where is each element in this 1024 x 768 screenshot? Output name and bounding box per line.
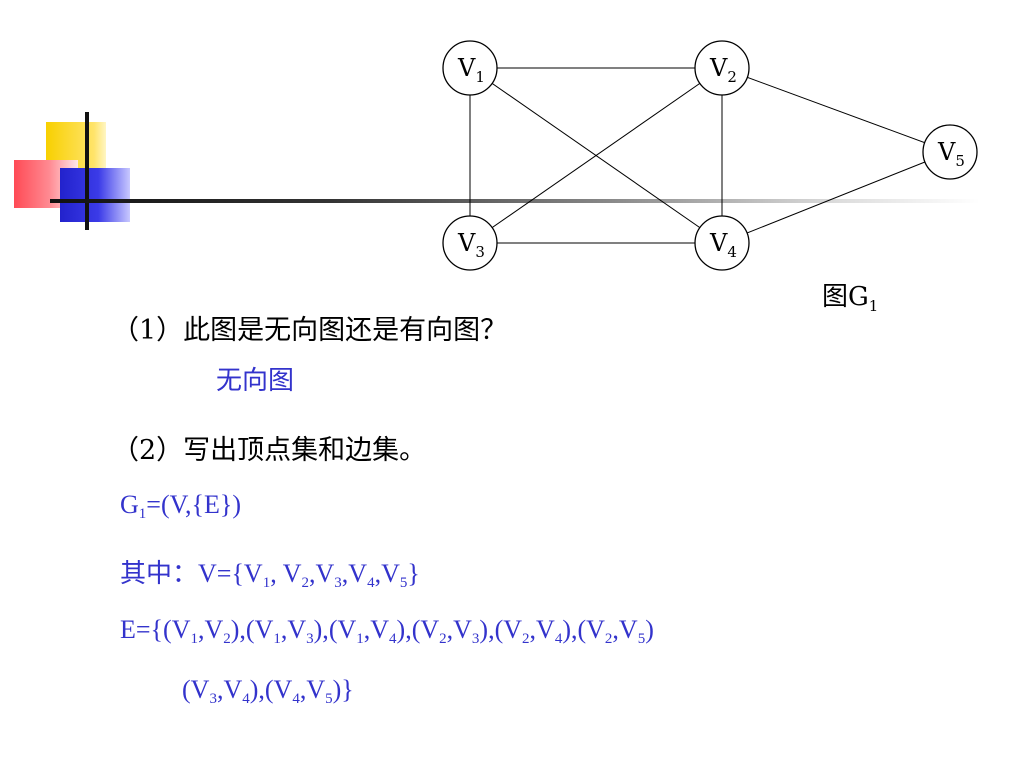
vertex-item-5: V5} <box>381 559 420 591</box>
decor-blue-square <box>60 168 130 222</box>
edge-item-6: (V2,V5) <box>577 615 654 647</box>
edge-v2-v5 <box>721 67 951 153</box>
node-label-v4: V4 <box>709 229 737 261</box>
node-v1: V1 <box>442 40 498 96</box>
node-v3: V3 <box>442 215 498 271</box>
question-2: （2）写出顶点集和边集。 <box>112 435 427 466</box>
node-circle-v5 <box>922 124 978 180</box>
node-v4: V4 <box>694 215 750 271</box>
formula-edge-set-line2: (V3,V4),(V4,V5)} <box>182 675 354 708</box>
vertex-item-2: V2, <box>282 559 316 591</box>
node-circle-v1 <box>442 40 498 96</box>
formula-vertex-set: 其中：V={V1, V2,V3,V4,V5} <box>120 559 420 591</box>
formula-g1: G1=(V,{E}) <box>120 490 242 522</box>
node-circle-v3 <box>442 215 498 271</box>
edge-item-1: (V1,V2), <box>163 615 246 647</box>
node-label-v1: V1 <box>457 54 485 86</box>
decor-vertical-line <box>85 112 89 230</box>
edge-item-5: (V2,V4), <box>494 615 578 647</box>
node-label-v2: V2 <box>709 54 737 86</box>
edge-item-4: (V2,V3), <box>411 615 495 647</box>
node-v5: V5 <box>922 124 978 180</box>
node-circle-v2 <box>694 40 750 96</box>
answer-1: 无向图 <box>216 366 295 396</box>
edge-item-3: (V1,V4), <box>328 615 412 647</box>
node-label-v3: V3 <box>457 229 485 261</box>
decor-horizontal-rule <box>50 199 980 203</box>
edge-v2-v3 <box>469 67 723 244</box>
vertex-item-1: V1, <box>243 559 283 591</box>
edge-item-2: (V1,V3), <box>245 615 329 647</box>
edge-item-b-1: (V3,V4), <box>182 675 265 707</box>
node-v2: V2 <box>694 40 750 96</box>
vertex-item-4: V4, <box>348 559 382 591</box>
graph-edges <box>469 67 951 244</box>
edge-v4-v5 <box>721 151 951 244</box>
question-1: （1）此图是无向图还是有向图？ <box>112 315 508 346</box>
node-label-v5: V5 <box>937 138 965 170</box>
vertex-list: V1, V2,V3,V4,V5} <box>243 559 420 591</box>
formula-edge-set-line1: E={(V1,V2),(V1,V3),(V1,V4),(V2,V3),(V2,V… <box>120 615 654 647</box>
edge-list-2: (V3,V4),(V4,V5)} <box>182 675 354 707</box>
graph-caption: 图G1 <box>822 282 879 316</box>
node-circle-v4 <box>694 215 750 271</box>
vertex-item-3: V3, <box>315 559 349 591</box>
edge-list-1: (V1,V2),(V1,V3),(V1,V4),(V2,V3),(V2,V4),… <box>163 615 654 647</box>
edge-item-b-2: (V4,V5)} <box>264 675 354 707</box>
